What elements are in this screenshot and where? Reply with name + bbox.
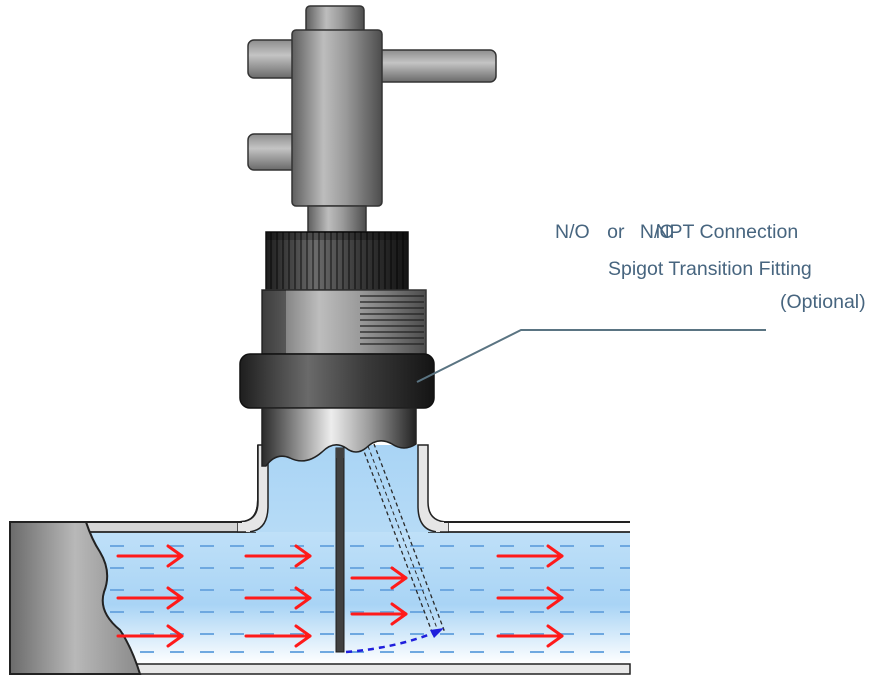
deflection-arrow — [345, 628, 444, 654]
conduit-arm — [369, 49, 497, 83]
callout-leader-line — [416, 329, 766, 383]
flow-arrows — [116, 544, 564, 648]
paddle — [335, 447, 345, 653]
flow-arrow — [116, 586, 184, 610]
flow-arrow — [496, 586, 564, 610]
switch-housing — [291, 29, 383, 207]
flow-arrow — [244, 586, 312, 610]
tee-branch — [10, 444, 630, 533]
label-npt: NPT Connection — [655, 221, 799, 243]
transition-sleeve — [261, 407, 417, 467]
label-or: or — [607, 221, 625, 243]
conduit-stub-lower — [247, 133, 299, 171]
flow-arrow — [496, 544, 564, 568]
callout-label-line3: (Optional) — [780, 291, 866, 313]
fluid-dash-lines — [110, 545, 630, 653]
flow-switch — [239, 5, 497, 467]
flow-arrow — [350, 566, 408, 590]
flow-arrow — [350, 602, 408, 626]
callout-label-line1: N/O or N/CNPT Connection — [555, 221, 798, 243]
neck — [307, 205, 367, 233]
conduit-stub-upper — [247, 39, 299, 79]
flow-arrow — [496, 624, 564, 648]
flow-arrow — [116, 624, 184, 648]
pipe-cut-end — [9, 521, 142, 675]
callout-label-line2: Spigot Transition Fitting — [608, 258, 812, 280]
flow-arrow — [244, 624, 312, 648]
flow-arrow — [116, 544, 184, 568]
collar-ring — [239, 353, 435, 409]
thread-section — [261, 289, 427, 355]
label-no: N/O — [555, 221, 590, 243]
flow-arrow — [244, 544, 312, 568]
label-nc: N/C — [639, 221, 674, 243]
